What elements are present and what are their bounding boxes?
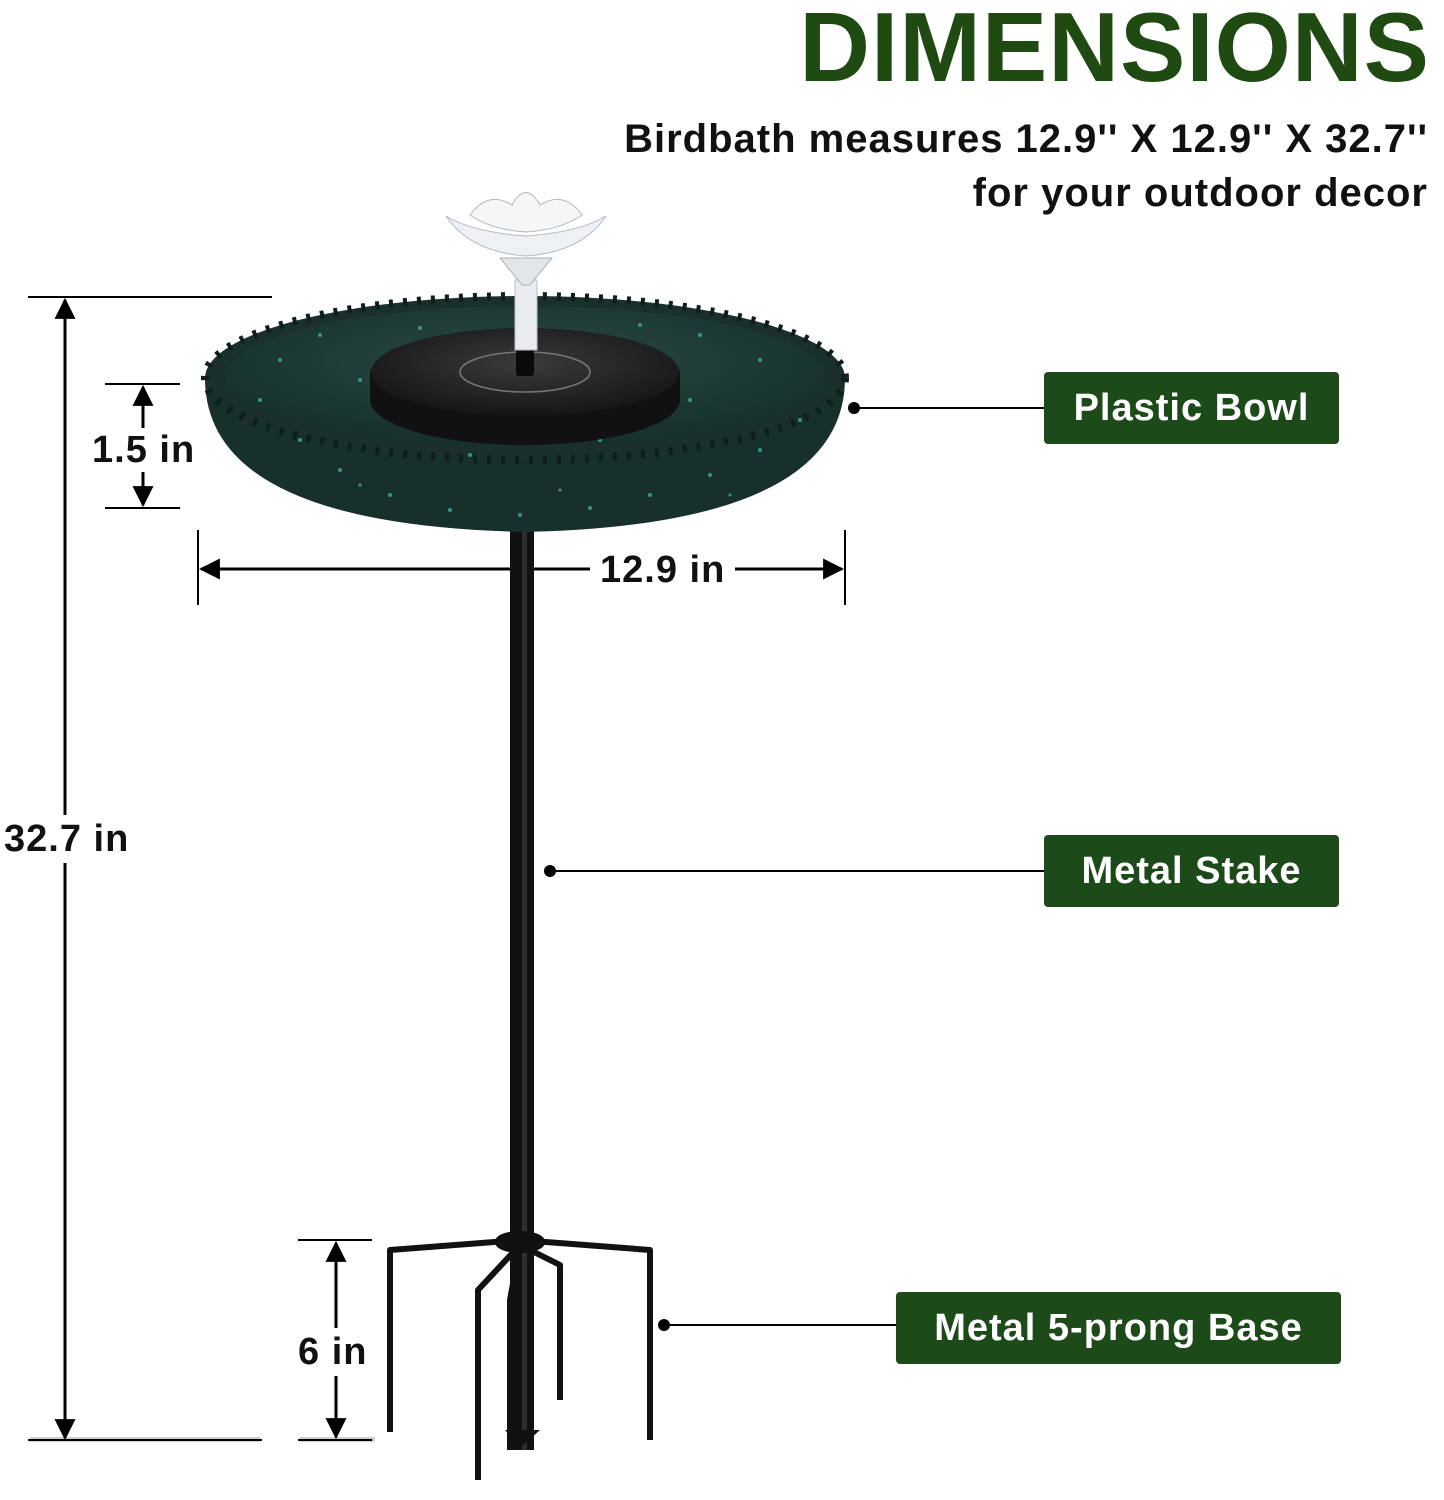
metal-stake — [505, 520, 540, 1450]
subtitle-line-1: Birdbath measures 12.9'' X 12.9'' X 32.7… — [624, 117, 1428, 161]
page-subtitle: Birdbath measures 12.9'' X 12.9'' X 32.7… — [624, 112, 1428, 220]
leader-lines — [544, 402, 1044, 1331]
prong-base-label: Metal 5-prong Base — [896, 1292, 1341, 1364]
total-height-dimension — [28, 296, 272, 1441]
page-title: DIMENSIONS — [799, 0, 1430, 102]
bowl-depth-label: 1.5 in — [86, 428, 202, 472]
prong-length-label: 6 in — [294, 1328, 372, 1376]
five-prong-base — [387, 1231, 653, 1480]
subtitle-line-2: for your outdoor decor — [972, 171, 1428, 215]
solar-fountain — [370, 192, 680, 445]
bowl-width-label: 12.9 in — [590, 548, 736, 592]
total-height-label: 32.7 in — [0, 815, 134, 863]
metal-stake-label: Metal Stake — [1044, 835, 1339, 907]
plastic-bowl-label: Plastic Bowl — [1044, 372, 1339, 444]
